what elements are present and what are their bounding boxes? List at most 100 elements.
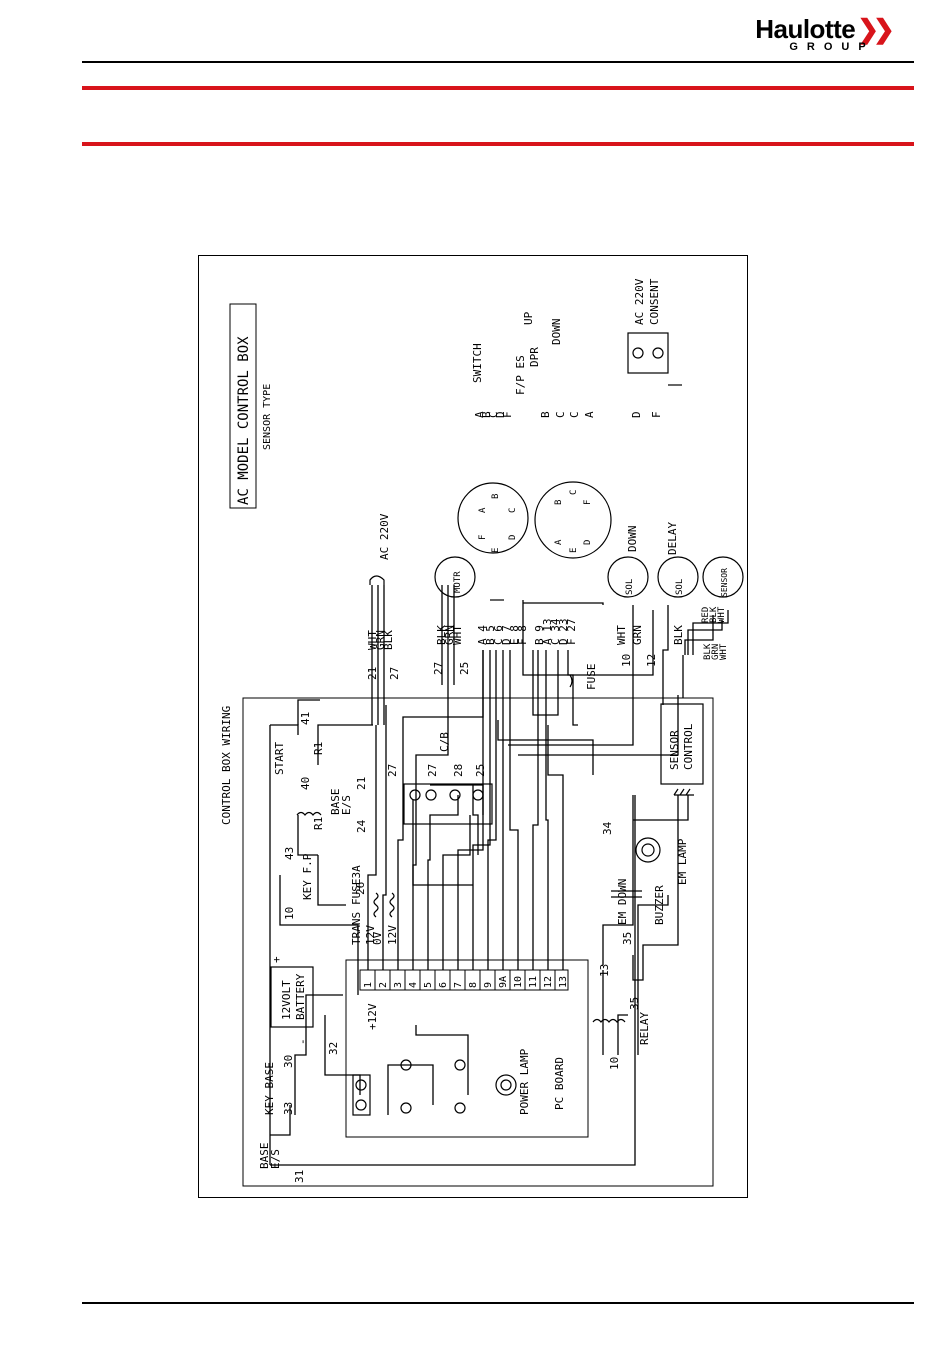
base-es-bottom-label: BASE: [258, 1143, 271, 1170]
brand-wordmark: Haulotte ❯❯: [755, 14, 894, 45]
buzzer-label: BUZZER: [653, 885, 666, 925]
key-base-label: KEY BASE: [263, 1062, 276, 1115]
header-rule: [82, 61, 914, 63]
wire-number: 31: [293, 1170, 306, 1183]
sensor-control-box: [660, 703, 704, 785]
sol-down-label: SOL: [625, 579, 635, 595]
wire-number: 32: [327, 1042, 340, 1055]
red-rule-top: [82, 86, 914, 90]
battery-minus: -: [296, 1038, 309, 1045]
wire-number: 10: [283, 907, 296, 920]
harness-label: A 4: [476, 625, 489, 645]
connector1-letter: D: [508, 535, 518, 540]
ac-input-label: AC 220V: [378, 513, 391, 560]
wire-number: 10: [620, 654, 633, 667]
terminal-number: 9A: [498, 976, 509, 988]
consent-label2: CONSENT: [648, 278, 661, 325]
brand-subtitle: GROUP: [789, 41, 875, 53]
fuse-icon: [569, 674, 573, 688]
consent-label: AC 220V: [633, 278, 646, 325]
control-box-outline: [242, 697, 714, 1187]
switch-letter: F: [501, 411, 514, 418]
footer-rule: [82, 1302, 914, 1304]
terminal-number: 8: [468, 982, 479, 988]
terminal-minus: [355, 1099, 367, 1111]
fp-es-label: F/P ES: [514, 355, 527, 395]
wire-label: BLK: [672, 625, 685, 645]
sol-down-label2: DOWN: [626, 526, 639, 553]
wire-number: 35: [621, 932, 634, 945]
harness-label: B 5: [484, 625, 497, 645]
up-label: UP: [522, 311, 535, 325]
connector1-letter: C: [508, 508, 518, 513]
consent-socket: [627, 332, 669, 374]
wire-number: 35: [628, 997, 641, 1010]
trans-tap: 12V: [364, 925, 377, 945]
power-lamp-label: POWER LAMP: [518, 1048, 531, 1115]
base-es-bottom-label2: E/S: [269, 1149, 282, 1169]
wire-number: 33: [282, 1102, 295, 1115]
plus12v-label: +12V: [366, 1003, 379, 1030]
ground-icon: [673, 788, 694, 796]
wire-number: 27: [426, 764, 439, 777]
fuse-label: FUSE: [585, 664, 598, 691]
wire-number: 27: [432, 662, 445, 675]
motor-label: MOTR: [453, 571, 463, 593]
terminal-number: 7: [453, 982, 464, 988]
battery-label2: BATTERY: [294, 973, 307, 1020]
sensor-label: SENSOR: [720, 568, 729, 597]
em-lamp-icon: [635, 837, 661, 863]
switch-pin: C: [568, 411, 581, 418]
pc-board-label: PC BOARD: [553, 1057, 566, 1110]
switch-pin: B: [539, 411, 552, 418]
terminal-number: 2: [378, 982, 389, 988]
switch-label: SWITCH: [471, 343, 484, 383]
trans-label: TRANS: [350, 912, 363, 945]
terminal-plus: [355, 1079, 367, 1091]
harness-label: C 34: [549, 618, 562, 645]
wire-label: BLK: [382, 630, 395, 650]
switch-letter: C: [487, 411, 500, 418]
connector-1: [457, 482, 529, 554]
consent-pin: D: [630, 411, 643, 418]
switch-pin: A: [583, 411, 596, 418]
section-label: CONTROL BOX WIRING: [220, 706, 233, 825]
power-lamp-icon: [495, 1074, 517, 1096]
connector2-letter: C: [569, 490, 579, 495]
consent-pin: F: [650, 411, 663, 418]
diagram-title: AC MODEL CONTROL BOX: [236, 336, 252, 505]
diagram-frame: [198, 255, 748, 1198]
cb-block: [403, 783, 493, 825]
wire-label: GRN: [711, 644, 721, 660]
connector1-letter: A: [478, 507, 488, 513]
trans-tap: 12V: [386, 925, 399, 945]
connector-2: [534, 481, 612, 559]
wire-label: GRN: [374, 630, 387, 650]
switch-letter: B: [480, 411, 493, 418]
sol-delay-label: SOL: [675, 579, 685, 595]
wire-label: WHT: [366, 630, 379, 650]
r1-coil-icon: [296, 811, 322, 816]
connector2-letter: A: [554, 539, 564, 545]
terminal-strip: [359, 969, 569, 991]
key-fp-label: KEY F.P: [301, 853, 314, 900]
connector1-letter: F: [478, 535, 488, 540]
terminal-block: [352, 1074, 371, 1116]
harness-label: D 7: [500, 625, 513, 645]
battery-plus: +: [270, 956, 283, 963]
wire-label: WHT: [615, 625, 628, 645]
wire-number: 26: [354, 882, 367, 895]
relay-coil-icon: [592, 1018, 626, 1023]
harness-label: F 8: [516, 625, 529, 645]
wire-label: GRN: [631, 625, 644, 645]
wire-label: GRN: [443, 625, 456, 645]
trans-tap: 0V: [371, 931, 384, 945]
terminal-number: 5: [423, 982, 434, 988]
wire-number: 34: [601, 821, 614, 835]
plug-icon: [369, 575, 385, 585]
sol-down-icon: [607, 556, 649, 598]
switch-letter: D: [494, 411, 507, 418]
terminal-number: 11: [528, 976, 539, 988]
wire-label: WHT: [717, 606, 727, 623]
wire-label: WHT: [451, 625, 464, 645]
